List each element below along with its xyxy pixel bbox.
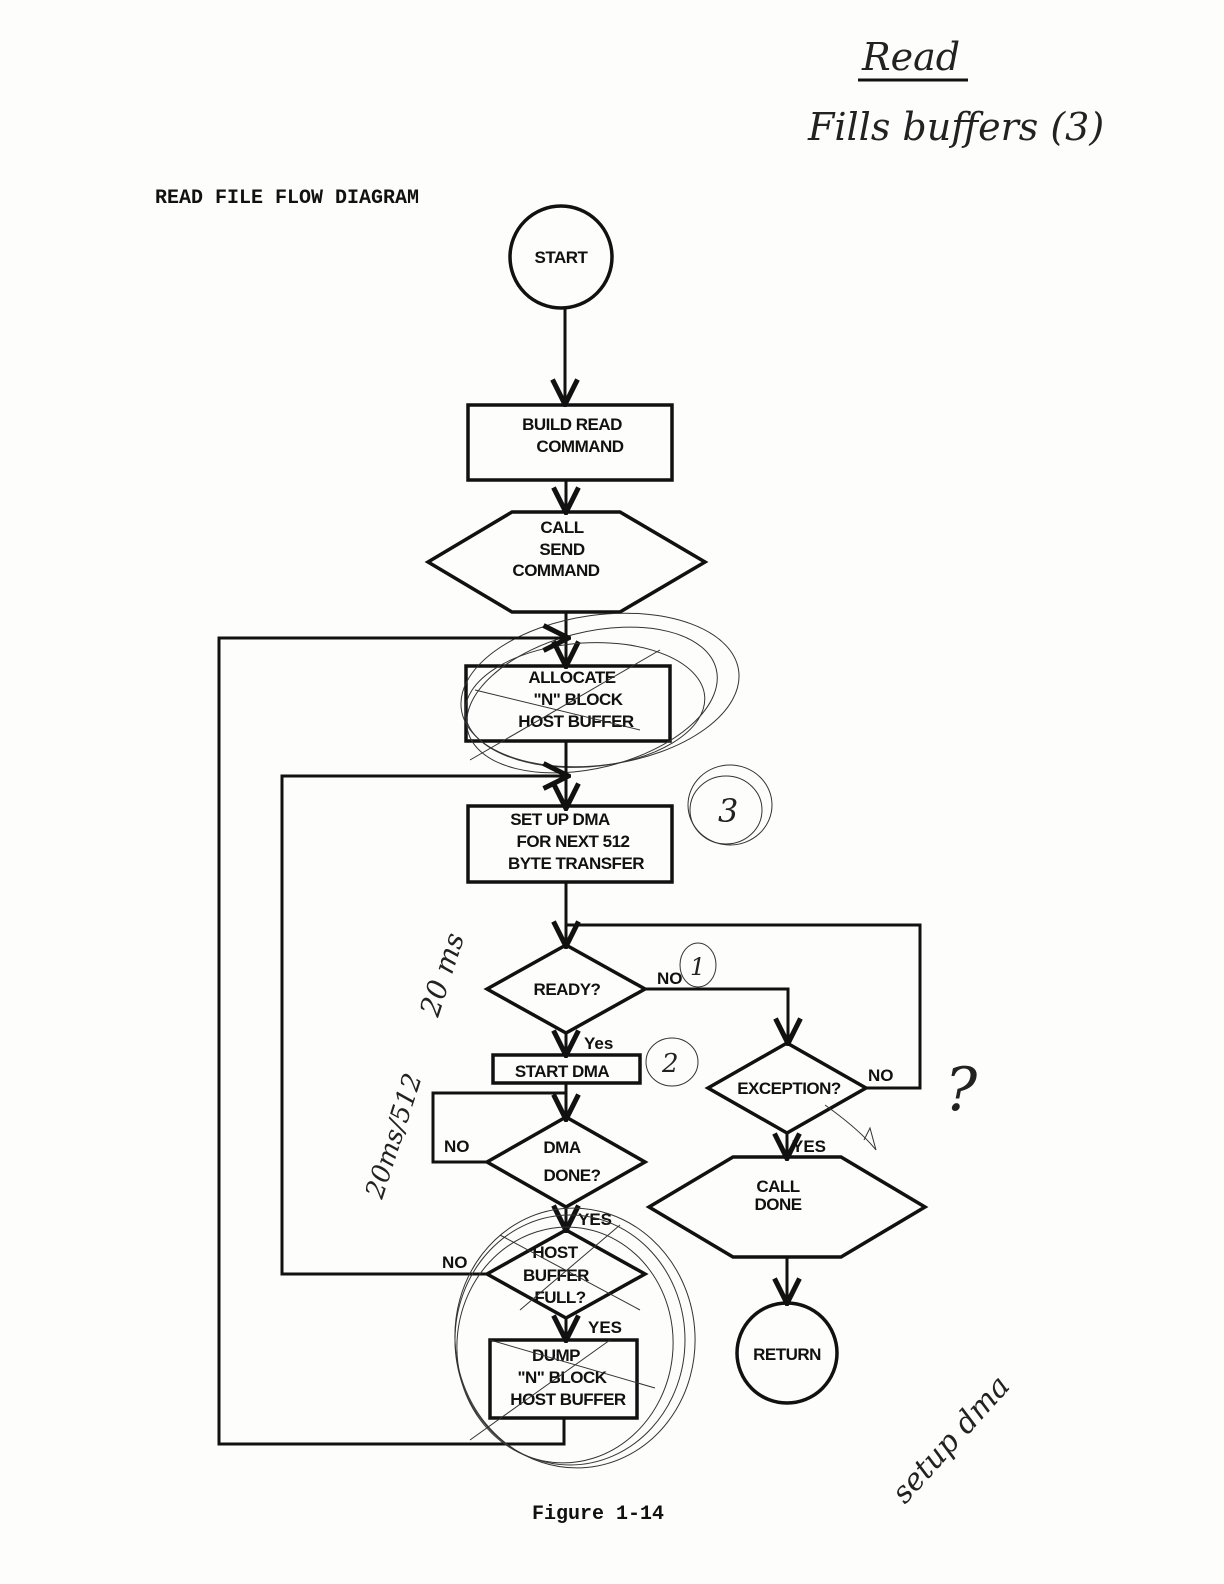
svg-text:HOST BUFFER: HOST BUFFER: [518, 712, 634, 731]
svg-text:SET UP DMA: SET UP DMA: [510, 810, 610, 829]
svg-text:FOR NEXT 512: FOR NEXT 512: [516, 832, 629, 851]
svg-text:READY?: READY?: [534, 980, 601, 999]
circled-number-3: 3: [687, 764, 773, 846]
svg-text:"N" BLOCK: "N" BLOCK: [533, 690, 623, 709]
label-full-yes: YES: [588, 1318, 622, 1337]
svg-text:FULL?: FULL?: [534, 1288, 585, 1307]
circled-number-2: 2: [645, 1037, 699, 1087]
edge-hostfull-no-setupdma: [280, 776, 566, 1276]
exception-decision-node: EXCEPTION?: [704, 1040, 870, 1136]
svg-text:DONE?: DONE?: [544, 1166, 601, 1185]
svg-text:2: 2: [661, 1049, 679, 1079]
svg-text:3: 3: [718, 792, 738, 830]
ready-decision-node: READY?: [483, 942, 649, 1036]
handwritten-note: Fills buffers (3): [807, 105, 1104, 149]
svg-text:BUILD READ: BUILD READ: [522, 415, 622, 434]
edge-dmadone-no-loop: [431, 1091, 566, 1164]
svg-text:DONE: DONE: [754, 1195, 801, 1214]
svg-text:"N" BLOCK: "N" BLOCK: [517, 1368, 607, 1387]
label-ready-yes: Yes: [584, 1034, 613, 1053]
svg-text:HOST: HOST: [532, 1243, 578, 1262]
label-full-no: NO: [442, 1253, 468, 1272]
svg-text:CALL: CALL: [540, 518, 583, 537]
svg-text:BUFFER: BUFFER: [523, 1266, 589, 1285]
host-buffer-full-decision-node: HOST BUFFER FULL?: [483, 1227, 649, 1321]
svg-text:START DMA: START DMA: [515, 1062, 610, 1081]
svg-text:RETURN: RETURN: [753, 1345, 821, 1364]
label-dma-yes: YES: [578, 1210, 612, 1229]
handwritten-heading: Read: [858, 35, 968, 82]
start-dma-node: START DMA: [491, 1053, 642, 1085]
dump-host-buffer-node: DUMP "N" BLOCK HOST BUFFER: [488, 1338, 639, 1420]
label-dma-no: NO: [444, 1137, 470, 1156]
label-exception-no: NO: [868, 1066, 894, 1085]
svg-text:EXCEPTION?: EXCEPTION?: [737, 1079, 841, 1098]
svg-text:SEND: SEND: [539, 540, 584, 559]
svg-text:DUMP: DUMP: [532, 1346, 580, 1365]
svg-text:CALL: CALL: [756, 1177, 799, 1196]
svg-text:START: START: [535, 248, 589, 267]
svg-text:BYTE TRANSFER: BYTE TRANSFER: [508, 854, 644, 873]
label-exception-yes: YES: [792, 1137, 826, 1156]
circled-number-1: 1: [679, 942, 717, 988]
start-node: START: [508, 204, 614, 310]
svg-text:COMMAND: COMMAND: [536, 437, 623, 456]
build-read-command-node: BUILD READ COMMAND: [466, 403, 674, 482]
handwritten-setup-dma: setup dma: [885, 1369, 1017, 1510]
diagram-title: READ FILE FLOW DIAGRAM: [155, 187, 419, 210]
svg-text:DMA: DMA: [543, 1138, 580, 1157]
scribble-arrow: [824, 1104, 877, 1151]
scribble-over-host-buffer-and-dump: [454, 1207, 696, 1469]
figure-caption: Figure 1-14: [532, 1503, 664, 1526]
svg-text:COMMAND: COMMAND: [512, 561, 599, 580]
scribble-over-allocate: [460, 612, 740, 774]
handwritten-timing-ready: 20 ms: [413, 929, 471, 1021]
svg-text:Read: Read: [861, 35, 960, 79]
edge-exception-no-loop: [566, 923, 922, 1090]
allocate-host-buffer-node: ALLOCATE "N" BLOCK HOST BUFFER: [464, 664, 672, 743]
handwritten-timing-dma: 20ms/512: [360, 1070, 429, 1203]
call-done-node: CALL DONE: [645, 1155, 929, 1259]
svg-text:HOST BUFFER: HOST BUFFER: [510, 1390, 626, 1409]
svg-text:ALLOCATE: ALLOCATE: [528, 668, 615, 687]
edge-dump-loop-allocate: [217, 638, 566, 1446]
edge-ready-no-exception: [645, 987, 788, 1041]
call-send-command-node: CALL SEND COMMAND: [424, 510, 709, 614]
return-node: RETURN: [735, 1301, 839, 1405]
setup-dma-node: SET UP DMA FOR NEXT 512 BYTE TRANSFER: [466, 804, 674, 884]
handwritten-question-mark: ?: [945, 1055, 978, 1125]
dma-done-decision-node: DMA DONE?: [483, 1114, 649, 1210]
label-ready-no: NO: [657, 969, 683, 988]
svg-text:1: 1: [690, 953, 705, 981]
